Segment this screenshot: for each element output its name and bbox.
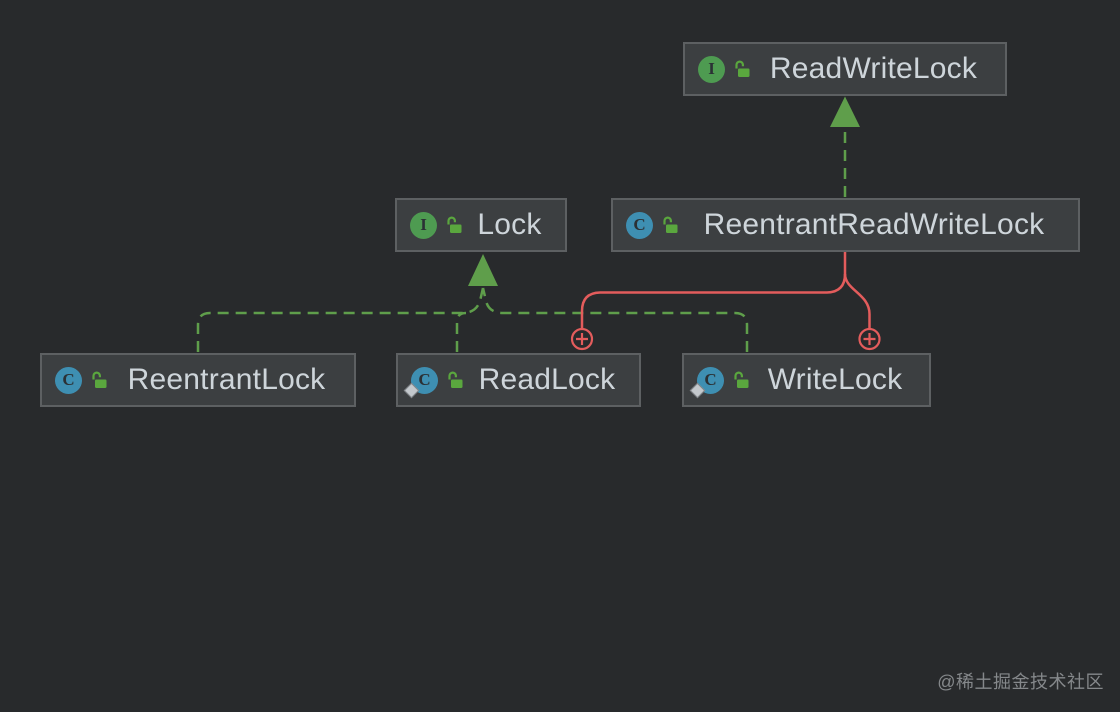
- public-unlocked-icon: [89, 370, 109, 390]
- edge-rrwl-contains-readlock: [580, 252, 847, 329]
- node-readwritelock[interactable]: I ReadWriteLock: [683, 42, 1007, 96]
- class-icon: C: [689, 366, 724, 398]
- public-unlocked-icon: [660, 215, 680, 235]
- node-lock[interactable]: I Lock: [395, 198, 567, 252]
- public-unlocked-icon: [444, 215, 464, 235]
- node-label: WriteLock: [767, 365, 903, 395]
- public-unlocked-icon: [732, 59, 752, 79]
- static-marker-icon: [689, 382, 706, 398]
- edge-reentrantlock-implements-lock: [196, 287, 485, 352]
- node-label: ReadLock: [478, 365, 616, 395]
- node-label: ReentrantReadWriteLock: [703, 210, 1045, 240]
- containment-anchor-readlock-plus: [576, 333, 588, 345]
- implements-arrowheads: [468, 96, 860, 286]
- edge-writelock-implements-lock: [481, 287, 749, 352]
- interface-icon: I: [410, 211, 437, 239]
- arrowhead-to-lock: [468, 254, 498, 286]
- watermark: @稀土掘金技术社区: [937, 672, 1104, 692]
- node-label: ReadWriteLock: [769, 54, 978, 84]
- inner-class-edges: [570, 252, 881, 351]
- containment-anchor-writelock-circle: [858, 327, 881, 351]
- arrowhead-to-readwritelock: [830, 96, 860, 127]
- static-marker-icon: [403, 382, 420, 398]
- class-icon: C: [626, 211, 653, 239]
- node-label: Lock: [477, 210, 542, 240]
- containment-anchor-writelock-plus: [863, 333, 876, 345]
- node-label: ReentrantLock: [127, 365, 326, 395]
- class-icon: C: [403, 366, 438, 398]
- public-unlocked-icon: [731, 370, 751, 390]
- class-icon-letter: C: [704, 370, 717, 389]
- public-unlocked-icon: [445, 370, 465, 390]
- class-icon: C: [55, 366, 82, 394]
- node-readlock[interactable]: C ReadLock: [396, 353, 641, 407]
- node-reentrantreadwritelock[interactable]: C ReentrantReadWriteLock: [611, 198, 1080, 252]
- edge-rrwl-contains-writelock: [843, 273, 871, 329]
- interface-icon: I: [698, 55, 725, 83]
- node-reentrantlock[interactable]: C ReentrantLock: [40, 353, 356, 407]
- node-writelock[interactable]: C WriteLock: [682, 353, 931, 407]
- edge-readlock-implements-lock: [455, 311, 467, 352]
- containment-anchor-readlock-circle: [570, 327, 594, 351]
- class-icon-letter: C: [418, 370, 431, 389]
